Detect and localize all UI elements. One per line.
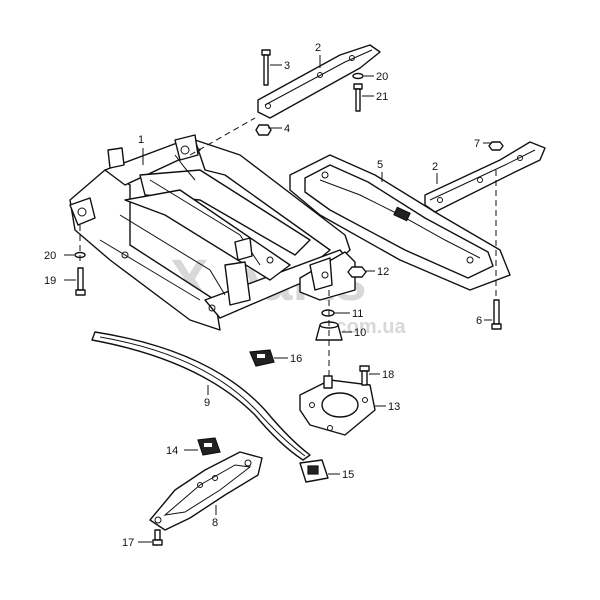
bottom-bracket — [149, 451, 263, 531]
mount-bracket — [299, 375, 376, 436]
long-support-bar — [91, 331, 311, 461]
callout-1: 1 — [138, 134, 144, 146]
callout-11: 11 — [352, 308, 363, 320]
reinforcement-plate — [289, 154, 511, 291]
nut-12 — [347, 266, 367, 278]
callout-17: 17 — [122, 537, 134, 549]
clip-16 — [249, 349, 275, 367]
bolt-17 — [152, 529, 163, 546]
callout-21: 21 — [376, 91, 388, 103]
callout-6: 6 — [476, 315, 482, 327]
callout-19: 19 — [44, 275, 56, 287]
nut-4 — [255, 124, 272, 136]
bolt-18 — [359, 365, 370, 386]
callout-9: 9 — [204, 397, 210, 409]
washer-11 — [321, 309, 335, 317]
clip-14 — [197, 437, 221, 456]
clip-15 — [299, 459, 329, 483]
callout-16: 16 — [290, 353, 302, 365]
bolt-3 — [261, 49, 271, 86]
callout-2-rear: 2 — [432, 161, 438, 173]
callout-20-left: 20 — [44, 250, 56, 262]
watermark-sub: .com.ua — [330, 316, 406, 338]
bolt-21 — [353, 83, 363, 112]
bolt-6 — [491, 299, 502, 330]
subframe — [69, 134, 356, 331]
washer-20-top — [352, 72, 364, 80]
callout-13: 13 — [388, 401, 400, 413]
callout-5: 5 — [377, 159, 383, 171]
callout-10: 10 — [354, 327, 366, 339]
callout-4: 4 — [284, 123, 290, 135]
callout-2-upper: 2 — [315, 42, 321, 54]
callout-8: 8 — [212, 517, 218, 529]
rear-bracket — [424, 141, 546, 213]
upper-bracket — [257, 44, 381, 119]
callout-12: 12 — [377, 266, 389, 278]
callout-20-top: 20 — [376, 71, 388, 83]
callout-14: 14 — [166, 445, 178, 457]
callout-7: 7 — [474, 138, 480, 150]
bolt-19 — [75, 267, 86, 296]
nut-7 — [488, 141, 504, 151]
callout-labels: 1 2 3 4 20 21 5 2 7 6 20 19 12 11 10 18 … — [44, 42, 482, 549]
assembly-line-bracket — [189, 117, 256, 156]
leader-lines — [64, 55, 492, 543]
callout-3: 3 — [284, 60, 290, 72]
callout-15: 15 — [342, 469, 354, 481]
callout-18: 18 — [382, 369, 394, 381]
